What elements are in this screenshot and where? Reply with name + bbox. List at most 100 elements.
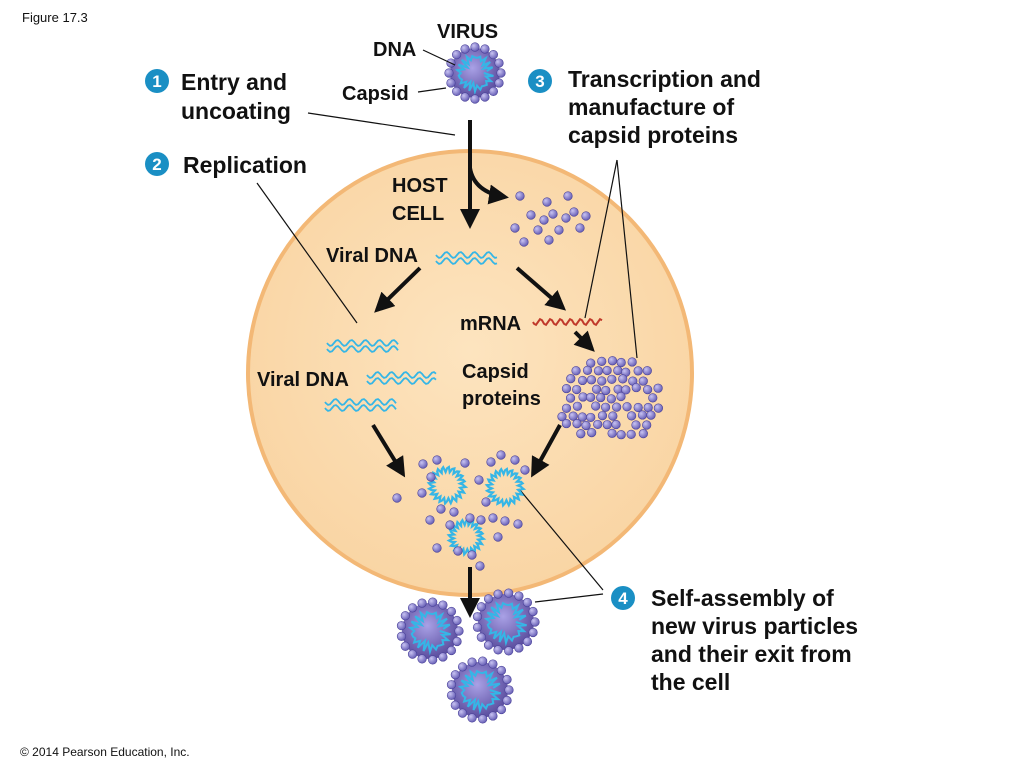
capsomere <box>643 384 653 395</box>
capsomere <box>642 366 652 376</box>
capsomere <box>611 419 621 430</box>
capsomere <box>502 674 512 685</box>
figure-label: Figure 17.3 <box>22 10 88 25</box>
capsomere <box>504 685 514 695</box>
step-2: 2 Replication <box>145 152 307 178</box>
viral-dna-strand <box>326 339 399 347</box>
new-virus-particle-1 <box>396 597 464 665</box>
assembling-dna <box>426 465 469 506</box>
capsomere <box>586 392 596 402</box>
capsomere <box>581 211 591 221</box>
capsomere <box>452 636 462 647</box>
virus-dna <box>483 601 527 647</box>
step-1: 1 Entry and uncoating <box>145 69 291 124</box>
capsomere <box>613 365 623 376</box>
capsomere <box>467 713 477 723</box>
capsomere <box>407 649 418 659</box>
capsomere <box>444 68 454 78</box>
replicated-viral-dna <box>324 339 437 412</box>
capsomere <box>578 392 588 402</box>
capsid-label: Capsid <box>342 83 409 105</box>
capsomere <box>646 410 656 420</box>
mrna-strand <box>532 317 603 327</box>
step-4-text-line1: Self-assembly of <box>651 585 834 611</box>
capsomere <box>533 225 543 235</box>
capsomere <box>396 621 407 631</box>
capsomere <box>453 546 463 556</box>
capsomere <box>548 209 558 219</box>
step-1-text-line1: Entry and <box>181 69 287 95</box>
capsid-proteins-label-line1: Capsid <box>462 361 529 383</box>
capsomere <box>436 504 446 514</box>
capsomere <box>591 401 601 411</box>
capsomere <box>597 411 608 421</box>
step-3: 3 Transcription and manufacture of capsi… <box>528 66 761 148</box>
capsomere <box>400 611 410 621</box>
viral-dna-strand <box>366 371 437 379</box>
capsomere <box>438 600 448 610</box>
capsomere <box>606 394 616 404</box>
step-3-text-line3: capsid proteins <box>568 122 738 148</box>
capsomere <box>460 458 470 468</box>
capsomere <box>454 626 464 636</box>
step-4-leader-line-b <box>534 593 604 603</box>
capsomere <box>450 700 460 710</box>
viral-dna-strand <box>324 404 397 412</box>
capsomere <box>426 472 436 482</box>
capsomere <box>472 612 483 622</box>
capsomere <box>542 197 552 207</box>
capsomere <box>494 78 504 88</box>
assembly-area <box>392 450 530 571</box>
capsomere <box>597 376 607 386</box>
capsomere <box>602 420 612 430</box>
capsomere <box>496 704 507 715</box>
capsomere <box>449 507 459 517</box>
capsomere <box>493 532 503 542</box>
capsomere <box>633 402 643 413</box>
capsomere <box>504 646 514 656</box>
capsomere <box>522 597 533 608</box>
capsomere <box>633 366 643 376</box>
capsomere <box>581 420 591 431</box>
viral-dna-strand <box>324 398 397 406</box>
step-1-text-line2: uncoating <box>181 98 291 124</box>
capsomere <box>474 475 484 485</box>
capsomere <box>616 430 626 440</box>
step-3-leader-line-b <box>616 159 638 359</box>
capsomere <box>616 391 626 402</box>
capsomere <box>425 515 435 525</box>
capsomere <box>627 357 637 367</box>
capsomere <box>418 459 428 469</box>
capsomere <box>626 429 636 439</box>
step-3-leader-line-a <box>584 159 618 319</box>
capsomere <box>642 420 652 430</box>
capsomere <box>400 641 410 651</box>
step-4-text-line3: and their exit from <box>651 641 852 667</box>
viral-dna-top-label: Viral DNA <box>326 245 418 267</box>
viral-dna-left-label: Viral DNA <box>257 369 349 391</box>
capsomere <box>475 561 485 571</box>
capsomere <box>582 365 593 375</box>
capsomere <box>478 656 488 666</box>
capsid-leader-line <box>417 87 447 93</box>
capsomere <box>577 375 588 386</box>
capsomere <box>465 513 475 523</box>
capsomere <box>476 602 486 612</box>
capsomere <box>528 627 538 638</box>
dna-leader-line <box>422 49 456 66</box>
capsomere <box>561 418 572 429</box>
virus-dna <box>454 54 494 96</box>
new-virus-particle-2 <box>472 588 540 656</box>
step-4: 4 Self-assembly of new virus particles a… <box>611 585 858 695</box>
capsomere <box>488 50 498 60</box>
arrow-to-replication <box>374 266 422 313</box>
capsomere <box>526 210 536 220</box>
capsomere <box>563 191 573 201</box>
capsomere <box>631 382 641 393</box>
capsomere <box>445 520 455 530</box>
capsomeres-top-cluster <box>510 191 591 247</box>
capsomere <box>417 654 427 664</box>
capsomere <box>480 44 490 54</box>
capsomere <box>476 515 486 525</box>
